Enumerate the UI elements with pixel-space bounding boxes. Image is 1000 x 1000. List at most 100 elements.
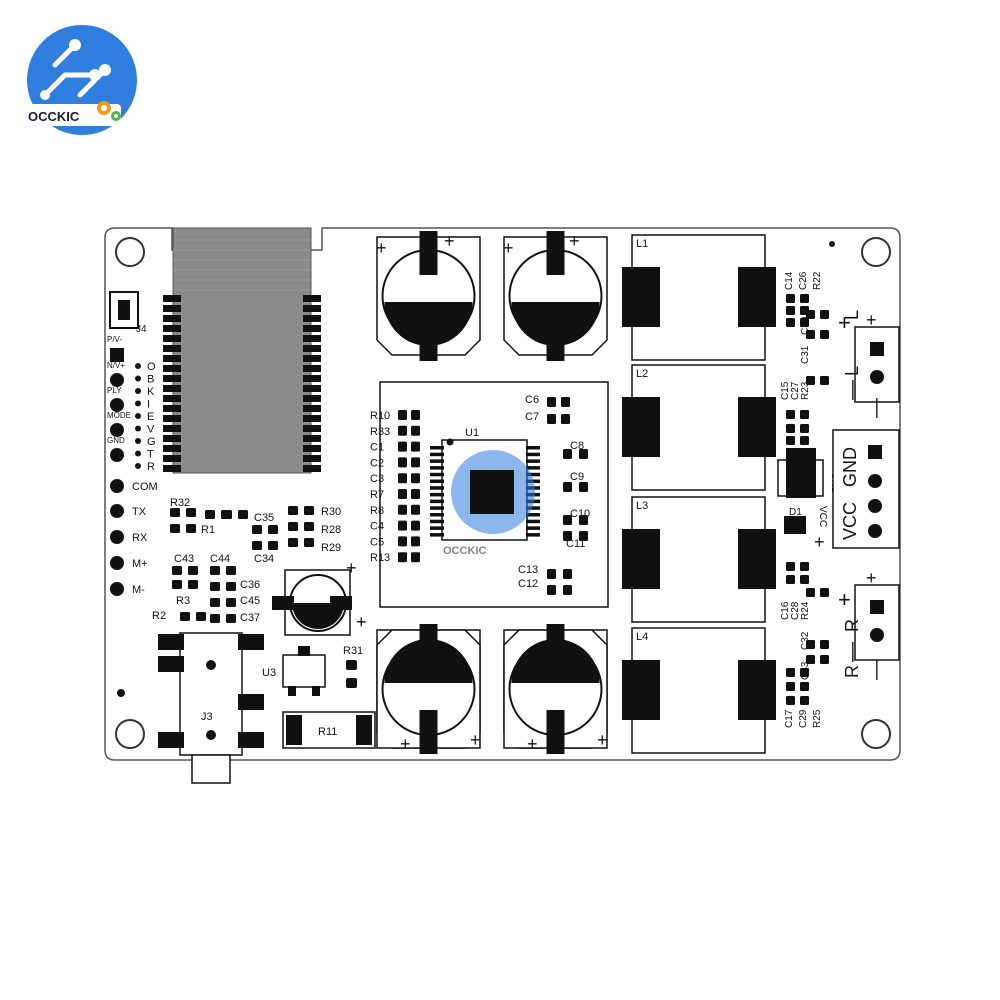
c37-label: C37 [240, 612, 260, 624]
chip-label-3: C2 [370, 457, 384, 469]
header-letter-8: R [147, 461, 155, 473]
cap-plus: + [503, 238, 514, 258]
chip-cap-6: C13 [518, 564, 538, 576]
svg-text:+: + [346, 558, 357, 578]
r29-label: R29 [321, 542, 341, 554]
header-letter-0: O [147, 361, 156, 373]
r31-resistor: R31 [343, 645, 363, 688]
watermark-logo: OCCKIC [443, 450, 535, 557]
wifi-module [163, 227, 321, 474]
rcap-r22: R22 [812, 271, 823, 290]
svg-text:—: — [841, 642, 863, 662]
r3-label: R3 [176, 595, 190, 607]
mounting-holes [115, 237, 891, 749]
chip-cap-1: C7 [525, 411, 539, 423]
inductor-label-3: L4 [636, 631, 648, 643]
rcap-c31: C31 [800, 345, 811, 364]
rcap-r23: R23 [800, 381, 811, 400]
svg-text:VCC: VCC [817, 506, 828, 527]
inductor-label-0: L1 [636, 238, 648, 250]
svg-text:OCCKIC: OCCKIC [443, 545, 486, 557]
svg-text:+: + [356, 612, 367, 632]
svg-text:R31: R31 [343, 645, 363, 657]
u1-label: U1 [465, 427, 479, 439]
j3-audio-jack: J3 [158, 632, 264, 784]
u3-regulator: U3 [262, 646, 326, 696]
chip-label-6: R8 [370, 505, 384, 517]
cap-plus: + [444, 231, 455, 251]
c44-label: C44 [210, 553, 230, 565]
terminal-power: GND VCC [832, 429, 900, 549]
rcap-c15: C15 [780, 381, 791, 400]
j3-label: J3 [201, 711, 213, 723]
j4-connector: J4 [109, 291, 147, 335]
cap-plus: + [470, 730, 481, 750]
svg-text:L: L [842, 366, 862, 376]
terminal-r: + + R R — — [838, 568, 900, 680]
cap-plus: + [376, 238, 387, 258]
left-passives: R32 R1 R2 R3 C43 C44 C36 C45 C37 C35 C34… [152, 497, 341, 624]
svg-text:R: R [842, 619, 862, 632]
serial-pin-1: TX [132, 506, 147, 518]
r1-label: R1 [201, 524, 215, 536]
svg-text:+: + [866, 310, 877, 330]
chip-label-7: C4 [370, 521, 384, 533]
header-pin-label-3: MODE [107, 411, 131, 420]
rcap-c29: C29 [798, 709, 809, 728]
chip-label-9: R13 [370, 552, 390, 564]
small-capacitor: + + [272, 558, 367, 636]
rcap-c30: C30 [800, 316, 811, 335]
inductor-label-1: L2 [636, 368, 648, 380]
r28-label: R28 [321, 524, 341, 536]
r30-label: R30 [321, 506, 341, 518]
svg-text:L: L [842, 310, 862, 320]
rcap-c26: C26 [798, 271, 809, 290]
header-pin-label-2: PLY [107, 386, 122, 395]
logo-text: OCCKIC [28, 109, 80, 124]
svg-text:+: + [838, 587, 851, 612]
cap-plus: + [569, 231, 580, 251]
c43-label: C43 [174, 553, 194, 565]
chip-cap-3: C9 [570, 471, 584, 483]
chip-label-2: C1 [370, 442, 384, 454]
header-pin-label-4: GND [107, 436, 125, 445]
rcap-c28: C28 [790, 601, 801, 620]
r2-label: R2 [152, 610, 166, 622]
svg-text:—: — [865, 660, 887, 680]
electrolytic-capacitors: ++++++++ [376, 231, 608, 754]
chip-label-1: R33 [370, 426, 390, 438]
cap-plus: + [400, 734, 411, 754]
chip-cap-0: C6 [525, 394, 539, 406]
u3-label: U3 [262, 667, 276, 679]
rcap-c32: C32 [800, 631, 811, 650]
rcap-c14: C14 [784, 271, 795, 290]
serial-pin-3: M+ [132, 558, 148, 570]
svg-text:+: + [838, 310, 851, 335]
c34-label: C34 [254, 553, 274, 565]
svg-text:R: R [842, 665, 862, 678]
header-letter-4: E [147, 411, 154, 423]
rcap-r24: R24 [800, 601, 811, 620]
header-letter-3: I [147, 399, 150, 411]
header-letter-6: G [147, 436, 156, 448]
terminal-l: L L + + — — [838, 310, 900, 418]
svg-text:+: + [814, 532, 825, 552]
c35-label: C35 [254, 512, 274, 524]
serial-pin-0: COM [132, 481, 158, 493]
svg-text:—: — [865, 398, 887, 418]
svg-text:R11: R11 [318, 726, 337, 738]
brand-logo: OCCKIC [25, 25, 137, 135]
right-passives: C14C26R22C15C27R23C31C30C16C28R24C33C32C… [780, 271, 829, 728]
chip-label-0: R10 [370, 410, 390, 422]
rcap-c27: C27 [790, 381, 801, 400]
serial-pin-2: RX [132, 532, 148, 544]
header-letter-5: V [147, 424, 155, 436]
d1-diode: D1 GND VCC + [777, 241, 840, 552]
svg-text:—: — [841, 380, 863, 400]
header-letter-1: B [147, 374, 154, 386]
rcap-c17: C17 [784, 709, 795, 728]
rcap-c16: C16 [780, 601, 791, 620]
